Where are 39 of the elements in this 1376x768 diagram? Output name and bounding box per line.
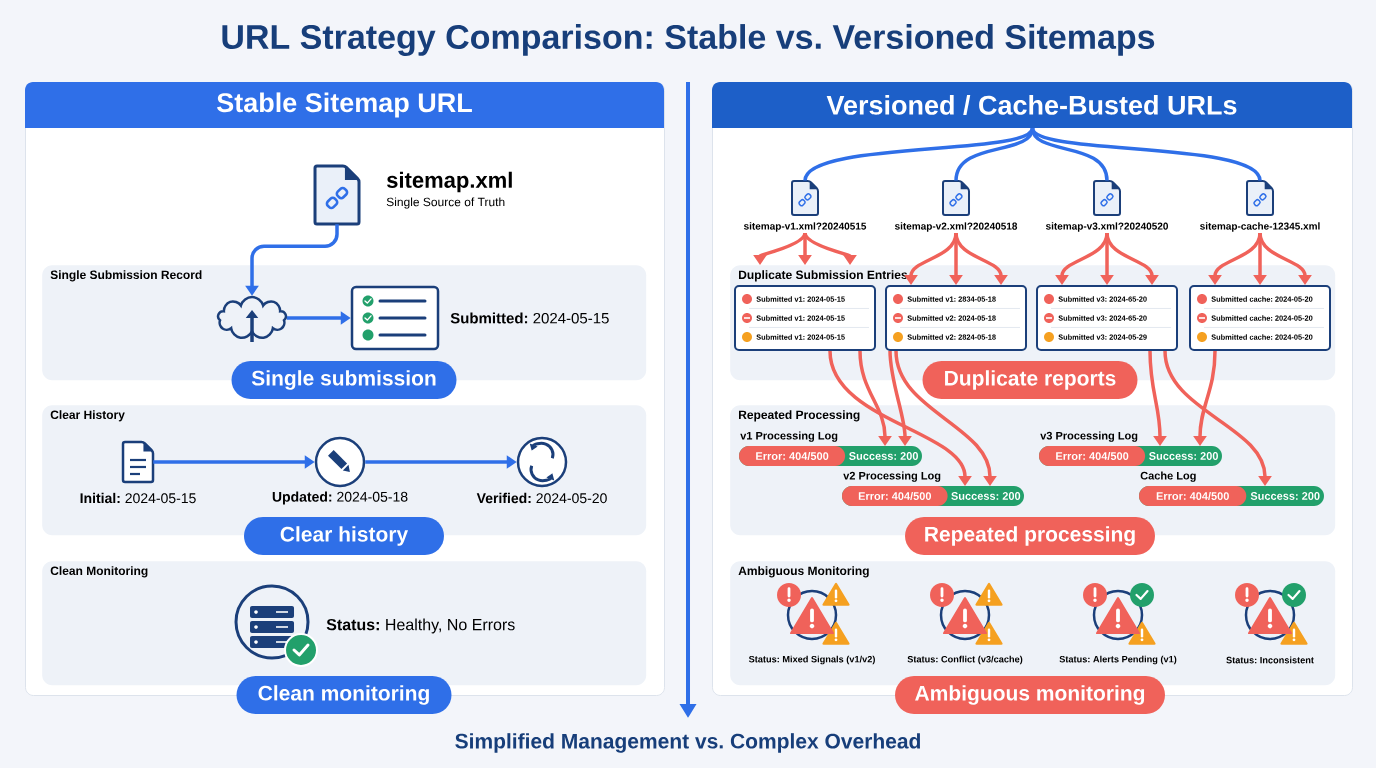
node-label: sitemap-v2.xml?20240518: [894, 222, 1018, 232]
connector-line: [1031, 126, 1262, 182]
node-label: sitemap.xml: [386, 171, 512, 193]
refresh-icon: [516, 436, 568, 488]
sitemap-file: sitemap.xml Single Source of Truth: [313, 164, 512, 226]
checklist-icon: [350, 285, 440, 351]
sitemap-file: sitemap-v3.xml?20240520: [1045, 180, 1168, 232]
date-label: Initial: 2024-05-15: [80, 492, 196, 504]
node-label: sitemap-v1.xml?20240515: [743, 222, 867, 232]
status-bar: Error: 404/500 Success: 200: [1039, 446, 1222, 466]
pencil-icon: [314, 436, 366, 488]
date-label: Verified: 2024-05-20: [476, 492, 607, 504]
status-bar: Error: 404/500 Success: 200: [1139, 486, 1324, 506]
log-title: v2 Processing Log: [843, 471, 941, 482]
summary-pill: Single submission: [231, 361, 457, 399]
summary-pill: Duplicate reports: [922, 361, 1138, 399]
cloud-upload-icon: [216, 295, 288, 342]
sitemap-file: sitemap-cache-12345.xml: [1200, 180, 1320, 232]
summary-pill: Ambiguous monitoring: [895, 676, 1165, 714]
node-label: Single Source of Truth: [386, 197, 505, 209]
connector-line: [954, 127, 1035, 181]
submission-date: Submitted: 2024-05-15: [450, 312, 609, 324]
status-bar: Error: 404/500 Success: 200: [739, 446, 922, 466]
node-label: sitemap-v3.xml?20240520: [1045, 222, 1169, 232]
log-title: v1 Processing Log: [740, 431, 838, 442]
sitemap-file: sitemap-v2.xml?20240518: [894, 180, 1018, 232]
summary-pill: Clear history: [244, 517, 444, 555]
summary-pill: Clean monitoring: [236, 676, 452, 714]
caption: Simplified Management vs. Complex Overhead: [455, 733, 920, 753]
summary-pill: Repeated processing: [905, 517, 1155, 555]
date-label: Updated: 2024-05-18: [272, 491, 408, 505]
status-bar: Error: 404/500 Success: 200: [842, 486, 1024, 506]
log-title: v3 Processing Log: [1040, 431, 1138, 442]
log-title: Cache Log: [1140, 471, 1196, 482]
node-label: sitemap-cache-12345.xml: [1200, 222, 1320, 232]
document-icon: [121, 440, 155, 484]
sitemap-file: sitemap-v1.xml?20240515: [743, 180, 867, 232]
title: URL Strategy Comparison: Stable vs. Versioned Sitemaps: [222, 24, 1155, 56]
section-panel: Clean Monitoring Status: Healthy, No Errors: [42, 561, 647, 686]
